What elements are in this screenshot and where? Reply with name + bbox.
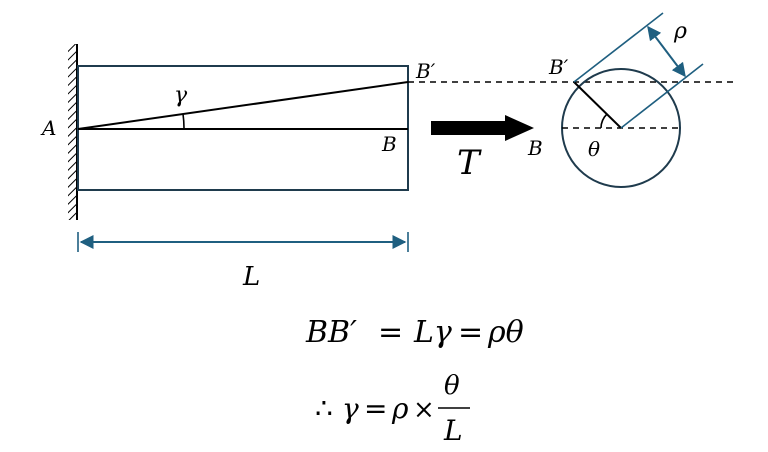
eq1-middle: Lγ [413,315,452,350]
label-theta: θ [588,137,600,161]
eq2-therefore: ∴ [315,392,333,425]
eq2-times: × [413,395,435,425]
label-torque: T [457,143,482,183]
equation-1: BB′ = Lγ = ρθ [305,315,524,350]
label-b: B [381,132,397,156]
rho-dimension-arrow [647,25,686,78]
fixed-wall [68,44,78,220]
label-length: L [242,262,260,292]
eq1-equals-1: = [378,315,403,350]
eq2-equals: = [364,392,387,425]
radius-line [573,81,622,129]
eq2-gamma: γ [342,392,359,425]
equation-2: ∴ γ = ρ × θ L [315,371,470,447]
eq1-lhs: BB′ [305,315,357,350]
eq1-rhs: ρθ [487,315,524,350]
rho-extension-upper [573,12,664,83]
eq2-rho: ρ [391,392,409,425]
rho-extension-lower [620,63,704,129]
torque-arrow [431,115,534,141]
label-gamma: γ [174,83,188,108]
label-rho: ρ [673,19,687,44]
eq2-numerator: θ [444,371,460,401]
gamma-angle-arc [182,113,185,130]
label-section-b-prime: B′ [548,55,569,79]
label-a: A [40,116,56,140]
label-b-prime: B′ [415,59,436,83]
theta-angle-arc [600,113,608,129]
length-dimension [77,232,409,252]
eq1-equals-2: = [458,315,483,350]
eq2-denominator: L [443,414,463,447]
twisted-line [77,81,409,130]
label-section-b: B [527,136,543,160]
